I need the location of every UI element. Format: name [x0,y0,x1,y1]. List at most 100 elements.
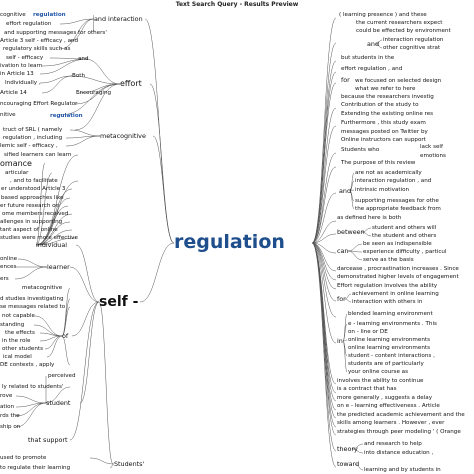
leaf: er understood Article 3 [1,186,66,192]
branch-line-right [311,242,337,344]
branch-line [41,75,73,94]
branch-line-left [149,83,175,244]
hub-and-interaction[interactable]: and interaction [94,15,143,23]
branch-line-right [311,192,337,244]
leaf: self - efficacy [6,55,44,61]
leaf: online learning environments [348,337,430,343]
branch-line [39,58,89,75]
leaf: in the role [2,338,31,344]
branch-line-left [152,135,175,244]
branch-line [342,313,348,342]
hub-effort[interactable]: effort [120,79,142,88]
branch-line [375,43,383,49]
leaf: and supporting messages for others' [4,30,107,36]
leaf: Effort regulation involves the ability [337,283,438,289]
branch-line [351,448,364,454]
branch-line [46,335,63,358]
leaf: serve as the basis [363,257,414,263]
leaf: rds the [0,413,20,419]
leaf: on - line or DE [348,329,388,335]
leaf: interaction with others in [352,299,423,305]
branch-line-self-hub [98,301,114,465]
leaf: involves the ability to continue [337,378,424,384]
branch-line [342,323,348,342]
hub-can[interactable]: can [337,247,349,255]
leaf: Students who [341,147,380,153]
leaf: online [0,256,18,262]
branch-line [65,135,101,147]
branch-line [69,75,121,85]
leaf: other cognitive strat [383,45,441,51]
leaf: d studies investigating [0,296,64,302]
hub-and[interactable]: and [367,40,380,48]
leaf: are not as academically [355,170,422,176]
leaf: could be effected by environment [356,28,451,34]
leaf: the current researchers expect [356,20,443,26]
branch-line-self [139,242,175,303]
branch-line-self-hub [79,301,100,404]
leaf: The purpose of this review [341,160,416,166]
hub-metacognitive[interactable]: metacognitive [100,132,146,140]
hub-that-support[interactable]: that support [28,436,68,444]
branch-line-right [311,125,337,244]
leaf: in Article 13 [0,71,34,77]
leaf: student - content interactions , [348,353,435,359]
leaf: ( learning presence ) and these [339,12,427,18]
branch-line [39,75,73,84]
leaf: not capable [2,313,35,319]
branch-line-right [311,242,337,385]
hub-for[interactable]: for [341,76,350,84]
branch-line [69,129,101,137]
hub-learner[interactable]: learner [47,263,70,271]
leaf: se messages related to [0,304,66,310]
leaf: strategies through peer modeling ' ( Ora… [337,429,461,435]
leaf: , and to facilitate [10,178,58,184]
leaf: intrinsic motivation [355,187,410,193]
leaf: ences [0,264,17,270]
leaf: on e - learning effectiveness . Article [337,403,440,409]
leaf: ical model [3,354,32,360]
branch-line [34,315,63,337]
hub-for-2[interactable]: for [337,295,346,303]
leaf: skills among learners . However , ever [337,420,445,426]
hub-both[interactable]: Both [72,73,85,79]
hub-in[interactable]: in [337,337,343,345]
branch-line-right [311,71,337,244]
branch-line [89,457,115,465]
hub-of[interactable]: of [62,332,69,340]
leaf: the appropriate feedback from [355,206,441,212]
leaf: but students in the [341,55,395,61]
leaf: studies were more effective [0,235,78,241]
hub-between[interactable]: between [337,228,365,236]
leaf: online learning environments [348,345,430,351]
branch-line [347,250,363,261]
branch-line-right [311,42,337,244]
leaf: into distance education , [364,450,434,456]
leaf: the predicted academic achievement and t… [337,412,465,418]
leaf: e - learning environments . This [348,321,437,327]
leaf: Article 3 self - efficacy , and [0,38,79,44]
leaf: supporting messages for othe [355,198,439,204]
hub-and[interactable]: and [78,56,89,62]
hub-and-2[interactable]: and [339,187,352,195]
leaf-interaction-regulation: interaction regulation [383,37,444,43]
leaf: darcease , procrastination increases . S… [337,266,459,272]
hub-student[interactable]: student [46,399,71,407]
hub-toward[interactable]: toward [337,460,360,468]
hub-individual[interactable]: individual [36,241,68,249]
center-node[interactable]: regulation [174,231,285,253]
leaf: ers [0,276,9,282]
leaf-highlight: regulation [50,113,83,119]
leaf: Extending the existing online res [341,111,434,117]
leaf: demonstrated higher levels of engagement [337,274,459,280]
branch-line [361,231,372,237]
branch-line [59,18,95,25]
branch-line-right [311,242,337,428]
hub-theory[interactable]: theory [337,445,358,453]
leaf: Online instructors can support [341,137,426,143]
hub-students[interactable]: Students' [114,460,145,468]
leaf: learning and by students in [364,467,441,473]
self-node[interactable]: self - [99,294,139,310]
